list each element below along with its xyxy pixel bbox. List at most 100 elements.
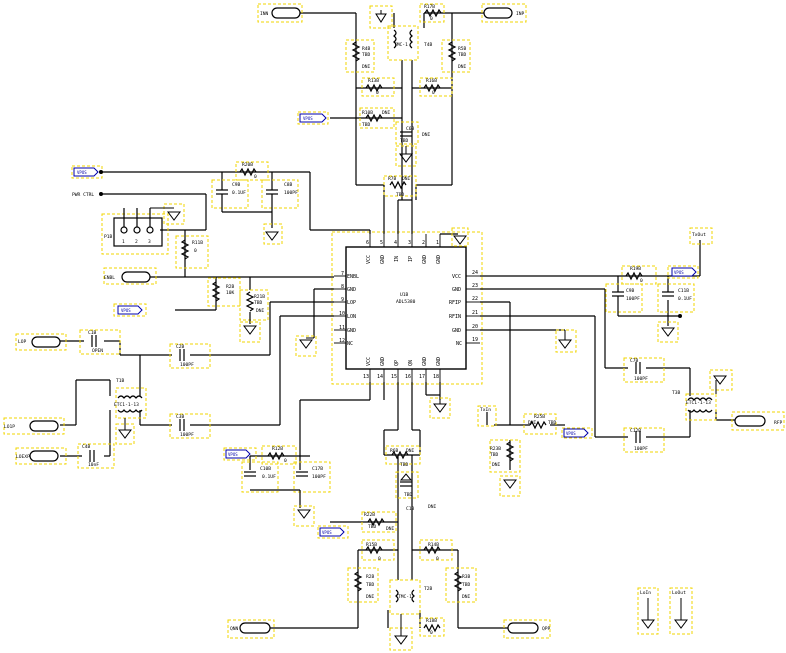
- svg-text:DNI: DNI: [382, 110, 391, 116]
- port-tx-out[interactable]: TxOut: [689, 227, 713, 245]
- capacitor-c8b: C8B 100PF: [261, 179, 299, 209]
- ground-symbol: [239, 321, 261, 343]
- ground-symbol: [389, 614, 413, 651]
- port-lop[interactable]: LOP: [15, 333, 67, 351]
- ic-pin-17-name: GND: [422, 357, 428, 366]
- capacitor-c6b: C6B TBD DNI: [395, 121, 431, 145]
- svg-text:R15B: R15B: [366, 542, 377, 548]
- ic-pin-10-num: 10: [339, 311, 345, 317]
- ic-pin-9-num: 9: [341, 297, 344, 303]
- resistor-r17b: R17B 0: [419, 3, 445, 23]
- capacitor-c3b: C3B 100PF: [169, 413, 211, 439]
- svg-text:ETC1-1-13: ETC1-1-13: [114, 402, 139, 408]
- svg-text:LoOut: LoOut: [672, 590, 686, 596]
- ground-symbol: [115, 418, 135, 445]
- svg-text:0: 0: [640, 278, 643, 284]
- port-qpp[interactable]: QPP: [503, 619, 551, 639]
- port-pwr-ctrl[interactable]: PWR CTRL: [72, 192, 103, 198]
- svg-text:R23B: R23B: [490, 446, 501, 452]
- svg-text:R4B: R4B: [362, 46, 371, 52]
- svg-text:VPOS: VPOS: [322, 530, 332, 535]
- ic-pin-4-num: 4: [394, 240, 397, 246]
- svg-text:0: 0: [284, 458, 287, 464]
- ic-pin-3-name: IP: [408, 256, 414, 262]
- lo-network: LOP C1B OPEN C2B 100PF T1B ETC1-1-13: [3, 329, 211, 469]
- svg-text:C10B: C10B: [260, 466, 271, 472]
- svg-text:VPOS: VPOS: [77, 170, 87, 175]
- svg-text:INN: INN: [260, 11, 269, 17]
- svg-text:DNI: DNI: [386, 526, 395, 532]
- port-lo-in[interactable]: LoIn: [637, 587, 659, 635]
- svg-text:LOEXP: LOEXP: [16, 454, 30, 460]
- resistor-r6b: R6B DNI TBD: [385, 445, 421, 468]
- svg-text:OPEN: OPEN: [92, 348, 103, 354]
- svg-text:TBD: TBD: [400, 138, 409, 144]
- svg-text:DNI: DNI: [462, 594, 471, 600]
- svg-text:C13: C13: [406, 506, 415, 512]
- svg-text:VPOS: VPOS: [303, 116, 313, 121]
- ground-symbol: [369, 5, 393, 29]
- ic-pin-2-name: GND: [422, 255, 428, 264]
- svg-text:100PF: 100PF: [180, 432, 194, 438]
- ground-symbol: [709, 369, 733, 396]
- ic-pin-21-num: 21: [472, 310, 478, 316]
- port-enbl[interactable]: ENBL: [103, 267, 157, 285]
- svg-text:0: 0: [432, 90, 435, 96]
- svg-text:DNI: DNI: [528, 420, 537, 426]
- svg-text:QNN: QNN: [230, 626, 239, 632]
- svg-text:T2B: T2B: [424, 586, 433, 592]
- svg-text:DNI: DNI: [366, 594, 375, 600]
- svg-text:TMC-1: TMC-1: [394, 42, 408, 48]
- resistor-r7b: R7B DNI TBD: [383, 175, 417, 198]
- ic-pin-11-num: 11: [339, 325, 345, 331]
- svg-text:VPOS: VPOS: [674, 270, 684, 275]
- svg-text:C9B: C9B: [626, 288, 635, 294]
- resistor-r2b: R2B 10K: [207, 277, 241, 307]
- ground-symbol: [555, 329, 577, 353]
- svg-text:100PF: 100PF: [284, 190, 298, 196]
- port-tx-in[interactable]: TxIn: [477, 405, 497, 427]
- ic-pin-8-num: 8: [341, 284, 344, 290]
- svg-text:TBD: TBD: [458, 52, 467, 58]
- svg-text:DNI: DNI: [428, 504, 437, 510]
- port-qnn[interactable]: QNN: [227, 619, 275, 639]
- svg-text:0.1UF: 0.1UF: [232, 190, 246, 196]
- svg-text:DNI: DNI: [492, 462, 501, 468]
- svg-text:VPOS: VPOS: [566, 431, 576, 436]
- svg-text:R18B: R18B: [426, 618, 437, 624]
- port-lo-out[interactable]: LoOut: [669, 587, 693, 635]
- flag-vpos-6: VPOS: [223, 447, 257, 461]
- svg-text:TBD: TBD: [396, 192, 405, 198]
- resistor-r3b: R3B TBD DNI: [445, 567, 477, 603]
- ic-pin-11-name: GND: [347, 328, 356, 334]
- resistor-r19b: R19B 0: [621, 265, 657, 285]
- ic-pin-19-num: 19: [472, 337, 478, 343]
- port-inp[interactable]: INP: [481, 3, 527, 23]
- q-network: VPOS R12B 0 C10B 0.1UF C17B 100PF: [223, 397, 551, 651]
- header-p1b[interactable]: P1B 1 2 3: [101, 208, 169, 255]
- svg-text:T4B: T4B: [424, 42, 433, 48]
- resistor-r16b: R16B 0: [419, 77, 453, 97]
- resistor-r23b: R23B TBD DNI: [489, 439, 521, 473]
- svg-text:100PF: 100PF: [626, 296, 640, 302]
- transformer-t2b: TMC-1 T2B: [389, 579, 433, 615]
- capacitor-c2b: C2B 100PF: [169, 343, 211, 369]
- port-inn[interactable]: INN: [257, 3, 303, 23]
- svg-text:0: 0: [254, 174, 257, 180]
- svg-text:2: 2: [135, 239, 138, 245]
- svg-text:R2B: R2B: [366, 574, 375, 580]
- ic-pin-24-name: VCC: [452, 274, 461, 280]
- svg-text:TBD: TBD: [548, 420, 557, 426]
- svg-text:TBD: TBD: [462, 582, 471, 588]
- capacitor-c10b: C10B 0.1UF: [241, 461, 279, 493]
- resistor-r21b: R21B TBD DNI: [239, 289, 269, 321]
- ic-u1b: U1B ADL5380 7 ENBL 8 GND 9 LOP 10 LON 11…: [331, 231, 483, 385]
- svg-text:TxOut: TxOut: [692, 232, 706, 238]
- port-loexp[interactable]: LOEXP: [15, 447, 67, 465]
- ic-pin-7-num: 7: [341, 271, 344, 277]
- port-lo1p[interactable]: LO1P: [3, 417, 65, 435]
- svg-text:C8B: C8B: [284, 182, 293, 188]
- ic-pin-22-name: RFIP: [449, 300, 461, 306]
- flag-vpos-5: VPOS: [561, 427, 593, 439]
- port-rfp[interactable]: RFP: [731, 411, 785, 431]
